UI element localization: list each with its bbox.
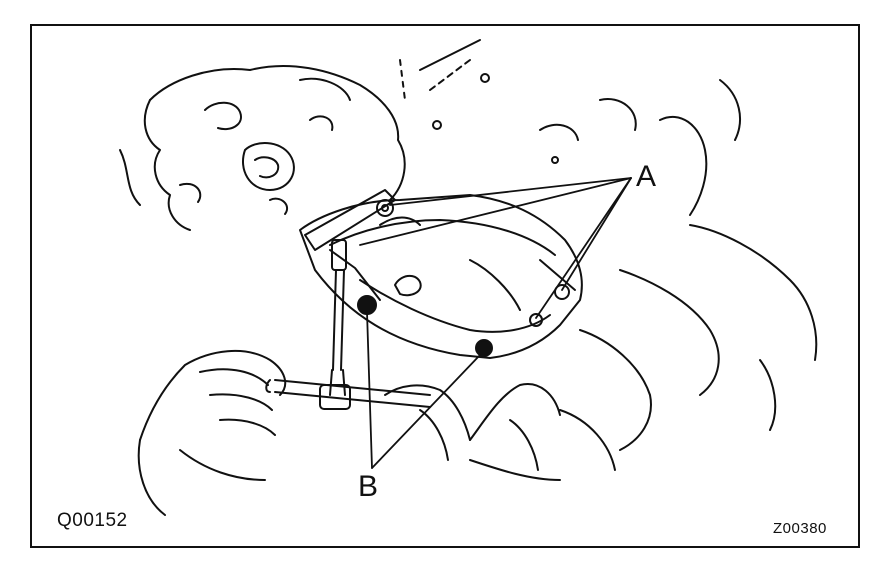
callout-b-leaders [366,311,481,469]
figure-code-left: Q00152 [57,510,128,531]
socket-wrench-tool [265,189,431,410]
bolt-a-right-upper [554,284,570,300]
right-hand [384,383,561,481]
left-hand [137,349,287,516]
callout-label-a: A [636,160,657,193]
illustration-frame [30,24,860,548]
figure-code-right: Z00380 [773,520,827,537]
engine-block-outline [119,39,818,471]
oil-pan-housing [299,194,583,359]
callout-label-b: B [358,470,379,503]
bolt-b-right [475,339,493,357]
bolt-a-right-lower [529,313,543,327]
callout-a-leaders [359,177,632,319]
